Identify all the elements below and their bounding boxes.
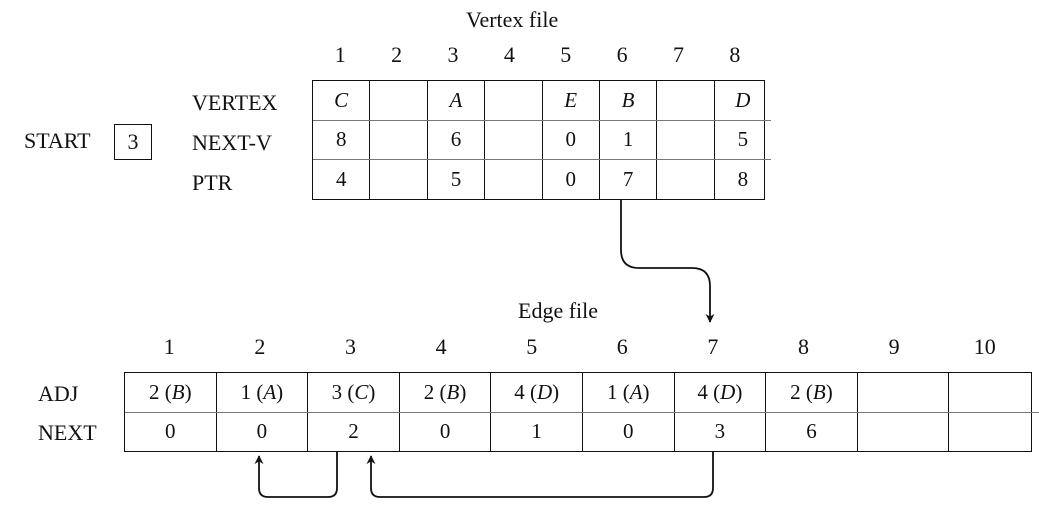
vertex-index: 1 (334, 42, 346, 67)
vertex-cell: 5 (426, 159, 485, 199)
vertex-cell (656, 120, 715, 161)
edge-table: 2 (B)1 (A)3 (C)2 (B)4 (D)1 (A)4 (D)2 (B)… (124, 372, 1039, 452)
vertex-index: 5 (560, 42, 572, 67)
edge-cell-letter: B (171, 379, 185, 404)
edge-index: 10 (973, 334, 996, 359)
vertex-cell: 7 (598, 159, 657, 199)
vertex-row-label: VERTEX (192, 90, 278, 115)
vertex-cell (656, 159, 715, 199)
edge-index: 6 (616, 334, 628, 359)
edge-index: 4 (435, 334, 447, 359)
arrow-edge-7-to-edge-3 (366, 452, 714, 498)
edge-cell (948, 412, 1039, 451)
edge-cell: 0 (215, 412, 308, 451)
edge-cell-letter: A (263, 379, 277, 404)
start-value-box: 3 (114, 124, 152, 160)
edge-index: 3 (345, 334, 356, 359)
edge-file-title: Edge file (518, 298, 599, 323)
edge-cell: 0 (165, 419, 176, 444)
vertex-cell: 8 (313, 120, 370, 161)
edge-cell (948, 373, 1039, 413)
edge-index: 7 (707, 334, 719, 359)
edge-index: 2 (254, 334, 266, 359)
vertex-cell: E (541, 81, 600, 121)
vertex-cell: 0 (541, 159, 600, 199)
edge-cell: 0 (398, 412, 491, 451)
arrow-edge-3-to-edge-2 (254, 452, 338, 498)
start-label: START (24, 128, 91, 153)
vertex-cell: 8 (713, 159, 771, 199)
vertex-cell: A (426, 81, 485, 121)
edge-cell-letter: D (536, 379, 553, 404)
vertex-cell: 6 (426, 120, 485, 161)
vertex-file-title: Vertex file (466, 7, 559, 32)
edge-index: 8 (798, 334, 809, 359)
vertex-index: 4 (503, 42, 515, 67)
vertex-index: 6 (616, 42, 628, 67)
edge-cell-letter: D (720, 379, 736, 404)
vertex-cell (369, 120, 428, 161)
edge-index: 5 (526, 334, 538, 359)
edge-cell: 2 (B) (398, 373, 491, 413)
edge-cell-letter: B (446, 379, 460, 404)
vertex-cell: 4 (335, 167, 347, 192)
edge-index: 9 (888, 334, 900, 359)
edge-cell (856, 373, 949, 413)
vertex-cell: 5 (713, 120, 771, 161)
vertex-row-label: NEXT-V (192, 130, 272, 155)
vertex-cell: B (598, 81, 657, 121)
edge-cell-letter: A (629, 379, 643, 404)
vertex-index: 2 (391, 42, 403, 67)
edge-cell: 0 (581, 412, 675, 451)
vertex-cell (656, 81, 715, 121)
vertex-index: 7 (672, 42, 684, 67)
edge-cell-letter: C (354, 379, 369, 404)
vertex-cell: D (713, 81, 771, 121)
edge-cell: 2 (B) (765, 373, 858, 413)
vertex-cell: C (313, 81, 370, 121)
edge-row-label: ADJ (38, 381, 79, 406)
vertex-cell (484, 120, 542, 161)
vertex-index: 3 (447, 42, 459, 67)
edge-cell: 4 (D) (490, 373, 583, 413)
vertex-cell (484, 81, 542, 121)
arrow-ptr-to-edge-7 (620, 200, 715, 323)
vertex-cell: 1 (598, 120, 657, 161)
edge-cell-letter: B (812, 379, 826, 404)
edge-cell: 6 (765, 412, 858, 451)
edge-cell: 4 (D) (673, 373, 766, 413)
vertex-cell (484, 159, 542, 199)
edge-cell (856, 412, 949, 451)
vertex-cell (369, 159, 428, 199)
edge-cell: 2 (307, 412, 400, 451)
edge-row-label: NEXT (38, 420, 97, 445)
vertex-index: 8 (729, 42, 741, 67)
vertex-cell: 0 (541, 120, 600, 161)
edge-cell: 2 (B) (125, 373, 217, 413)
edge-cell: 1 (490, 412, 583, 451)
edge-index: 1 (163, 334, 175, 359)
vertex-cell (369, 81, 428, 121)
edge-cell: 1 (A) (215, 373, 308, 413)
edge-cell: 1 (A) (581, 373, 675, 413)
edge-cell: 3 (673, 412, 766, 451)
edge-cell: 3 (C) (307, 373, 400, 413)
vertex-row-label: PTR (192, 170, 233, 195)
